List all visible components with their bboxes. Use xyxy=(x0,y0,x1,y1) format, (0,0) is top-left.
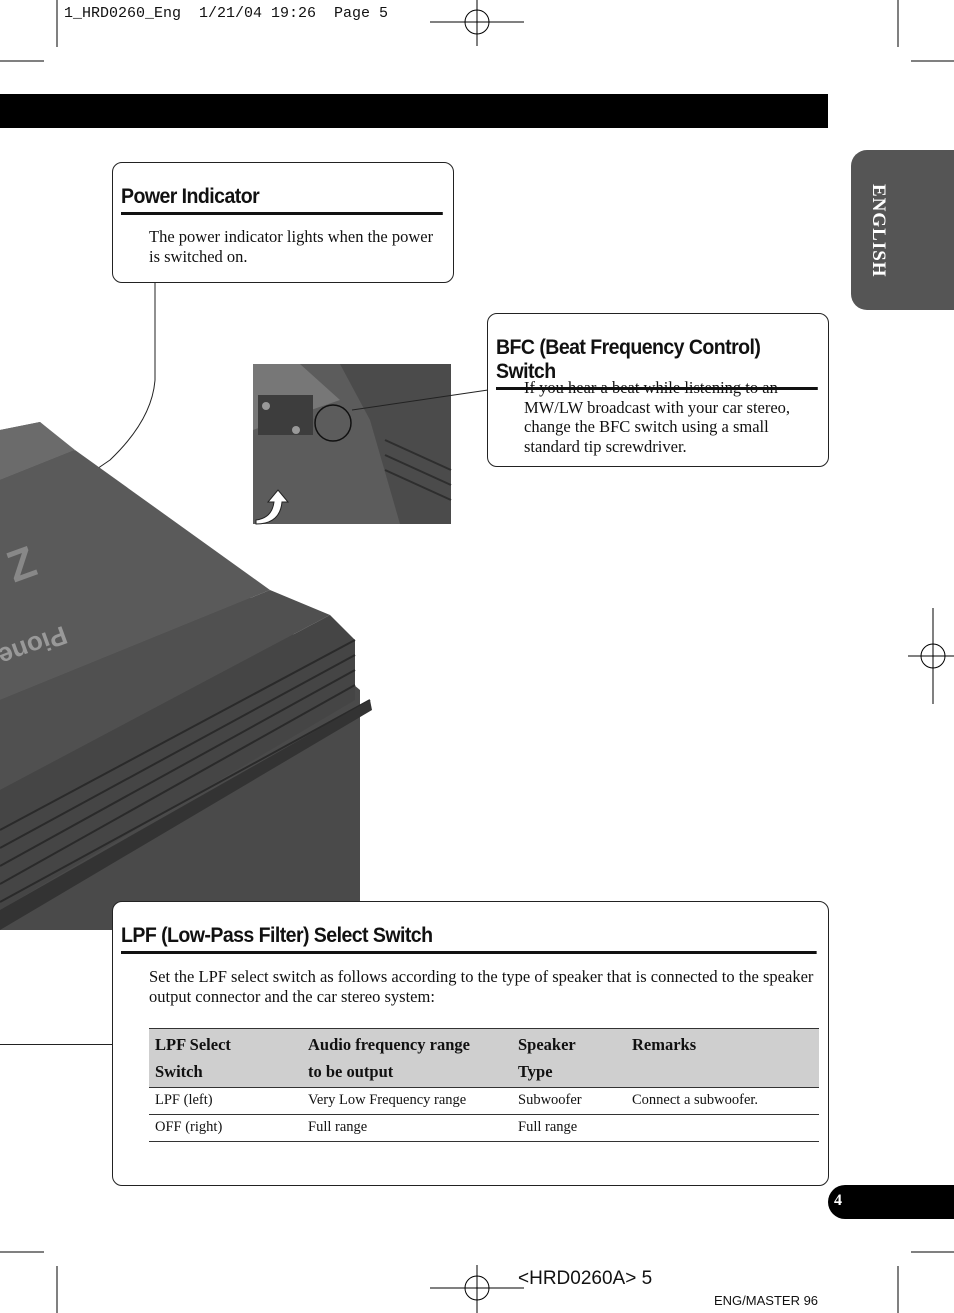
power-indicator-title: Power Indicator xyxy=(121,185,443,215)
bfc-switch-title: BFC (Beat Frequency Control) Switch xyxy=(496,336,818,390)
table-cell: Subwoofer xyxy=(512,1087,626,1115)
table-cell: LPF (left) xyxy=(149,1087,302,1115)
bfc-switch-text: If you hear a beat while listening to an… xyxy=(524,378,791,456)
slug-line: 1_HRD0260_Eng 1/21/04 19:26 Page 5 xyxy=(64,5,389,22)
language-tab xyxy=(851,150,954,310)
footer-code: <HRD0260A> 5 xyxy=(518,1268,653,1289)
bfc-switch-box: BFC (Beat Frequency Control) Switch If y… xyxy=(487,313,829,467)
page-number-badge xyxy=(828,1185,954,1219)
table-cell: Connect a subwoofer. xyxy=(626,1087,819,1115)
table-cell: Full range xyxy=(512,1114,626,1142)
lpf-switch-title: LPF (Low-Pass Filter) Select Switch xyxy=(121,924,817,954)
table-row: LPF (left) Very Low Frequency range Subw… xyxy=(149,1087,819,1115)
power-indicator-text: The power indicator lights when the powe… xyxy=(149,227,434,266)
lpf-leader-line xyxy=(0,1044,112,1045)
page-number: 4 xyxy=(834,1192,842,1209)
lpf-switch-box: LPF (Low-Pass Filter) Select Switch Set … xyxy=(112,901,829,1186)
column-header: Remarks xyxy=(626,1028,819,1088)
amplifier-illustration: Pioneer Z xyxy=(0,280,489,930)
language-tab-label: ENGLISH xyxy=(868,184,889,278)
lpf-switch-text: Set the LPF select switch as follows acc… xyxy=(149,967,814,1006)
table-cell: Very Low Frequency range xyxy=(302,1087,512,1115)
table-row: OFF (right) Full range Full range xyxy=(149,1114,819,1142)
table-cell: OFF (right) xyxy=(149,1114,302,1142)
footer-master: ENG/MASTER 96 xyxy=(714,1293,819,1308)
header-bar xyxy=(0,94,828,128)
table-cell: Full range xyxy=(302,1114,512,1142)
table-cell xyxy=(626,1114,819,1142)
power-indicator-box: Power Indicator The power indicator ligh… xyxy=(112,162,454,283)
